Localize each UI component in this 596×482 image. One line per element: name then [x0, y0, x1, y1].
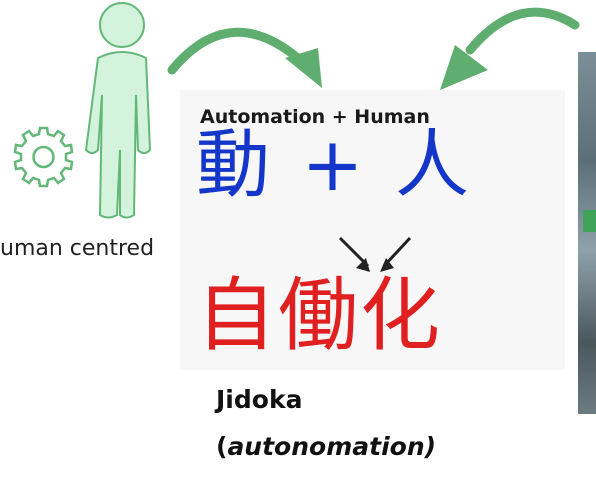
person-figure-icon	[84, 2, 152, 219]
kanji-panel	[180, 90, 565, 370]
curved-arrow-icon	[440, 7, 580, 90]
human-centred-label: uman centred	[0, 236, 155, 261]
curved-arrow-icon	[167, 27, 322, 88]
converging-arrows-icon	[338, 236, 412, 272]
caption-title: Jidoka	[216, 385, 303, 414]
kanji-jidoka: 自働化	[196, 269, 442, 362]
caption-sub-italic: autonomation)	[227, 432, 437, 461]
caption-subtitle: (autonomation)	[216, 432, 436, 461]
panel-title: Automation + Human	[200, 106, 430, 128]
factory-photo-detail	[583, 210, 596, 232]
factory-photo	[578, 52, 596, 414]
gear-icon	[13, 126, 74, 188]
kanji-automation-human: 動 + 人	[196, 122, 474, 208]
caption-sub-open: (	[216, 432, 228, 461]
